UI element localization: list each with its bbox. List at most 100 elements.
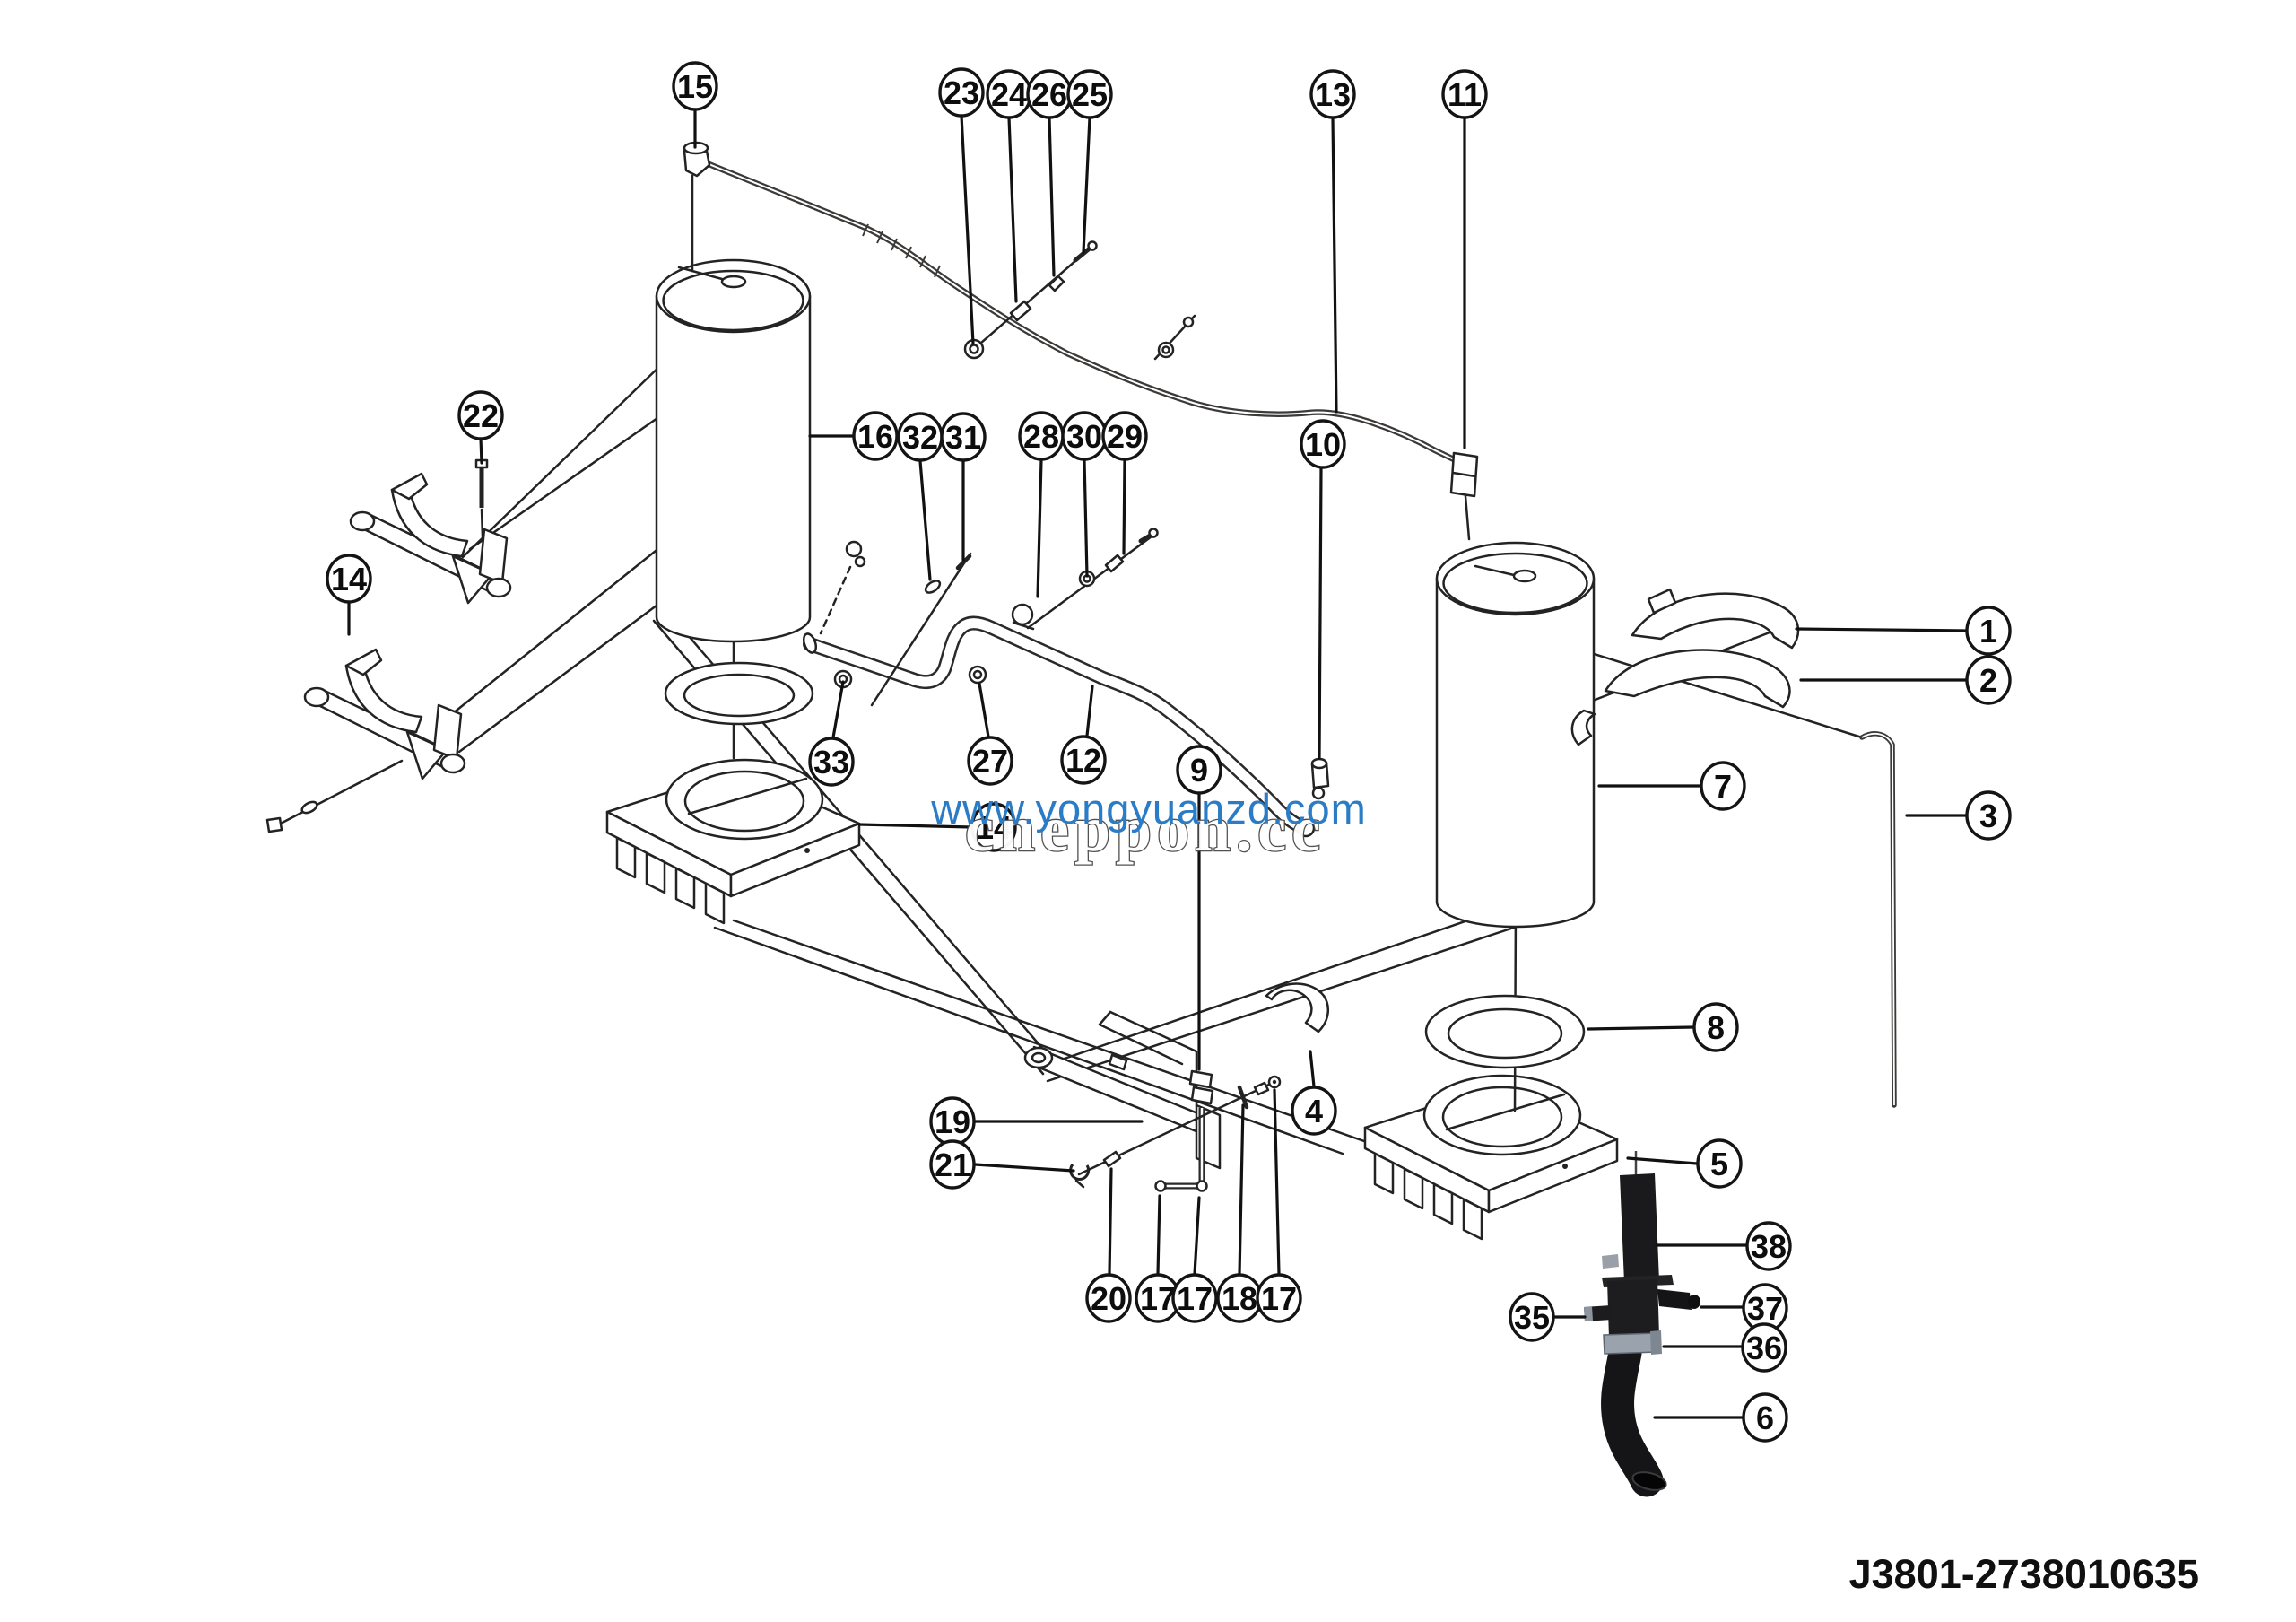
svg-text:11: 11 bbox=[1448, 76, 1482, 113]
svg-text:25: 25 bbox=[1072, 76, 1108, 113]
connector-tip bbox=[1688, 1295, 1700, 1309]
watermark-overlay-text: cneppon.cc bbox=[965, 793, 1326, 865]
callout-17a: 17 bbox=[1135, 1273, 1181, 1323]
callout-3: 3 bbox=[1965, 790, 2012, 841]
hose-tab-tip bbox=[1584, 1306, 1593, 1321]
callout-27: 27 bbox=[967, 736, 1013, 786]
svg-text:28: 28 bbox=[1023, 418, 1059, 455]
callout-4: 4 bbox=[1291, 1086, 1337, 1136]
svg-text:5: 5 bbox=[1710, 1146, 1728, 1182]
svg-text:20: 20 bbox=[1091, 1280, 1126, 1317]
svg-text:1: 1 bbox=[1979, 613, 1997, 650]
bolt-22 bbox=[474, 458, 489, 539]
callout-2: 2 bbox=[1965, 655, 2012, 705]
svg-text:17: 17 bbox=[1177, 1280, 1213, 1317]
base-plate bbox=[605, 758, 861, 925]
callout-37: 37 bbox=[1742, 1283, 1788, 1333]
svg-text:9: 9 bbox=[1190, 752, 1208, 789]
hose-upper-38 bbox=[1620, 1173, 1659, 1283]
svg-text:3: 3 bbox=[1979, 798, 1997, 834]
callout-25: 25 bbox=[1066, 69, 1113, 119]
svg-text:38: 38 bbox=[1751, 1228, 1787, 1265]
union-fitting-11 bbox=[1449, 451, 1479, 541]
pipe-clamp-stud-group bbox=[963, 240, 1196, 361]
air-pipe-upper bbox=[703, 160, 1461, 465]
svg-text:4: 4 bbox=[1305, 1093, 1323, 1129]
bracket-rod-fasteners bbox=[1069, 1075, 1282, 1189]
svg-text:21: 21 bbox=[935, 1147, 970, 1183]
callout-16: 16 bbox=[852, 411, 899, 461]
center-bracket bbox=[1023, 1010, 1222, 1170]
callout-23: 23 bbox=[938, 67, 985, 118]
hook-4 bbox=[1265, 982, 1330, 1033]
svg-text:17: 17 bbox=[1261, 1280, 1297, 1317]
svg-text:12: 12 bbox=[1065, 742, 1101, 779]
svg-text:7: 7 bbox=[1714, 768, 1732, 805]
callout-26: 26 bbox=[1026, 69, 1073, 119]
callout-14b: 14 bbox=[970, 802, 1017, 852]
callout-29: 29 bbox=[1101, 411, 1148, 461]
clamp-screw bbox=[1650, 1330, 1662, 1355]
svg-text:36: 36 bbox=[1746, 1330, 1782, 1366]
svg-text:32: 32 bbox=[902, 419, 938, 456]
svg-text:33: 33 bbox=[813, 744, 849, 780]
svg-text:17: 17 bbox=[1140, 1280, 1176, 1317]
svg-text:8: 8 bbox=[1707, 1009, 1725, 1046]
callout-17c: 17 bbox=[1256, 1273, 1302, 1323]
svg-text:14: 14 bbox=[331, 561, 367, 597]
rod-3 bbox=[1859, 731, 1897, 1108]
left-o-ring bbox=[664, 661, 814, 726]
svg-text:16: 16 bbox=[857, 418, 893, 455]
left-air-tank bbox=[655, 258, 812, 643]
svg-text:15: 15 bbox=[677, 68, 713, 105]
svg-text:29: 29 bbox=[1107, 418, 1143, 455]
callout-14a: 14 bbox=[326, 554, 372, 604]
pipe-12 bbox=[802, 615, 1316, 838]
strap-2 bbox=[1570, 649, 1791, 746]
callout-22: 22 bbox=[457, 390, 504, 440]
bracket-stud bbox=[265, 759, 404, 833]
svg-text:23: 23 bbox=[944, 74, 979, 111]
svg-text:22: 22 bbox=[463, 397, 499, 434]
callout-12: 12 bbox=[1060, 735, 1107, 785]
callout-38: 38 bbox=[1745, 1221, 1792, 1271]
callout-10: 10 bbox=[1300, 419, 1346, 469]
callout-5: 5 bbox=[1696, 1138, 1743, 1189]
elbow-fitting-9 bbox=[1154, 1069, 1214, 1192]
hose-open-end bbox=[1631, 1471, 1667, 1491]
callout-13: 13 bbox=[1309, 69, 1356, 119]
svg-text:6: 6 bbox=[1756, 1400, 1774, 1436]
svg-text:19: 19 bbox=[935, 1103, 970, 1140]
svg-text:26: 26 bbox=[1031, 76, 1067, 113]
callout-9: 9 bbox=[1176, 745, 1222, 795]
base-plate-5 bbox=[1363, 1074, 1619, 1241]
callout-35: 35 bbox=[1509, 1292, 1555, 1342]
svg-text:31: 31 bbox=[945, 419, 981, 456]
svg-text:35: 35 bbox=[1514, 1299, 1550, 1336]
callout-24: 24 bbox=[986, 69, 1032, 119]
pipe-coil-guard bbox=[862, 223, 941, 278]
right-air-tank bbox=[1435, 541, 1596, 929]
svg-text:10: 10 bbox=[1305, 426, 1341, 463]
callout-11: 11 bbox=[1441, 69, 1488, 119]
svg-text:24: 24 bbox=[991, 76, 1027, 113]
callout-28: 28 bbox=[1018, 411, 1065, 461]
hose-connector-37 bbox=[1657, 1289, 1692, 1310]
hose-side-nub bbox=[1602, 1254, 1619, 1269]
callout-33: 33 bbox=[808, 737, 855, 787]
part-number: J3801-2738010635 bbox=[1849, 1551, 2199, 1597]
callout-31: 31 bbox=[940, 412, 987, 462]
callout-32: 32 bbox=[897, 412, 944, 462]
svg-text:18: 18 bbox=[1222, 1280, 1257, 1317]
svg-text:14: 14 bbox=[976, 809, 1012, 846]
svg-text:27: 27 bbox=[972, 743, 1008, 780]
callout-36: 36 bbox=[1741, 1322, 1787, 1373]
strap-1 bbox=[1631, 588, 1800, 650]
callout-21: 21 bbox=[929, 1139, 976, 1190]
watermark: cneppon.cc www.yongyuanzd.com bbox=[930, 785, 1366, 866]
callouts-layer: 15 23 24 26 25 13 11 22 16 32 31 28 30 2… bbox=[326, 61, 2012, 1443]
callout-20: 20 bbox=[1085, 1273, 1132, 1323]
saddle-clamp-bracket-14 bbox=[303, 648, 466, 780]
